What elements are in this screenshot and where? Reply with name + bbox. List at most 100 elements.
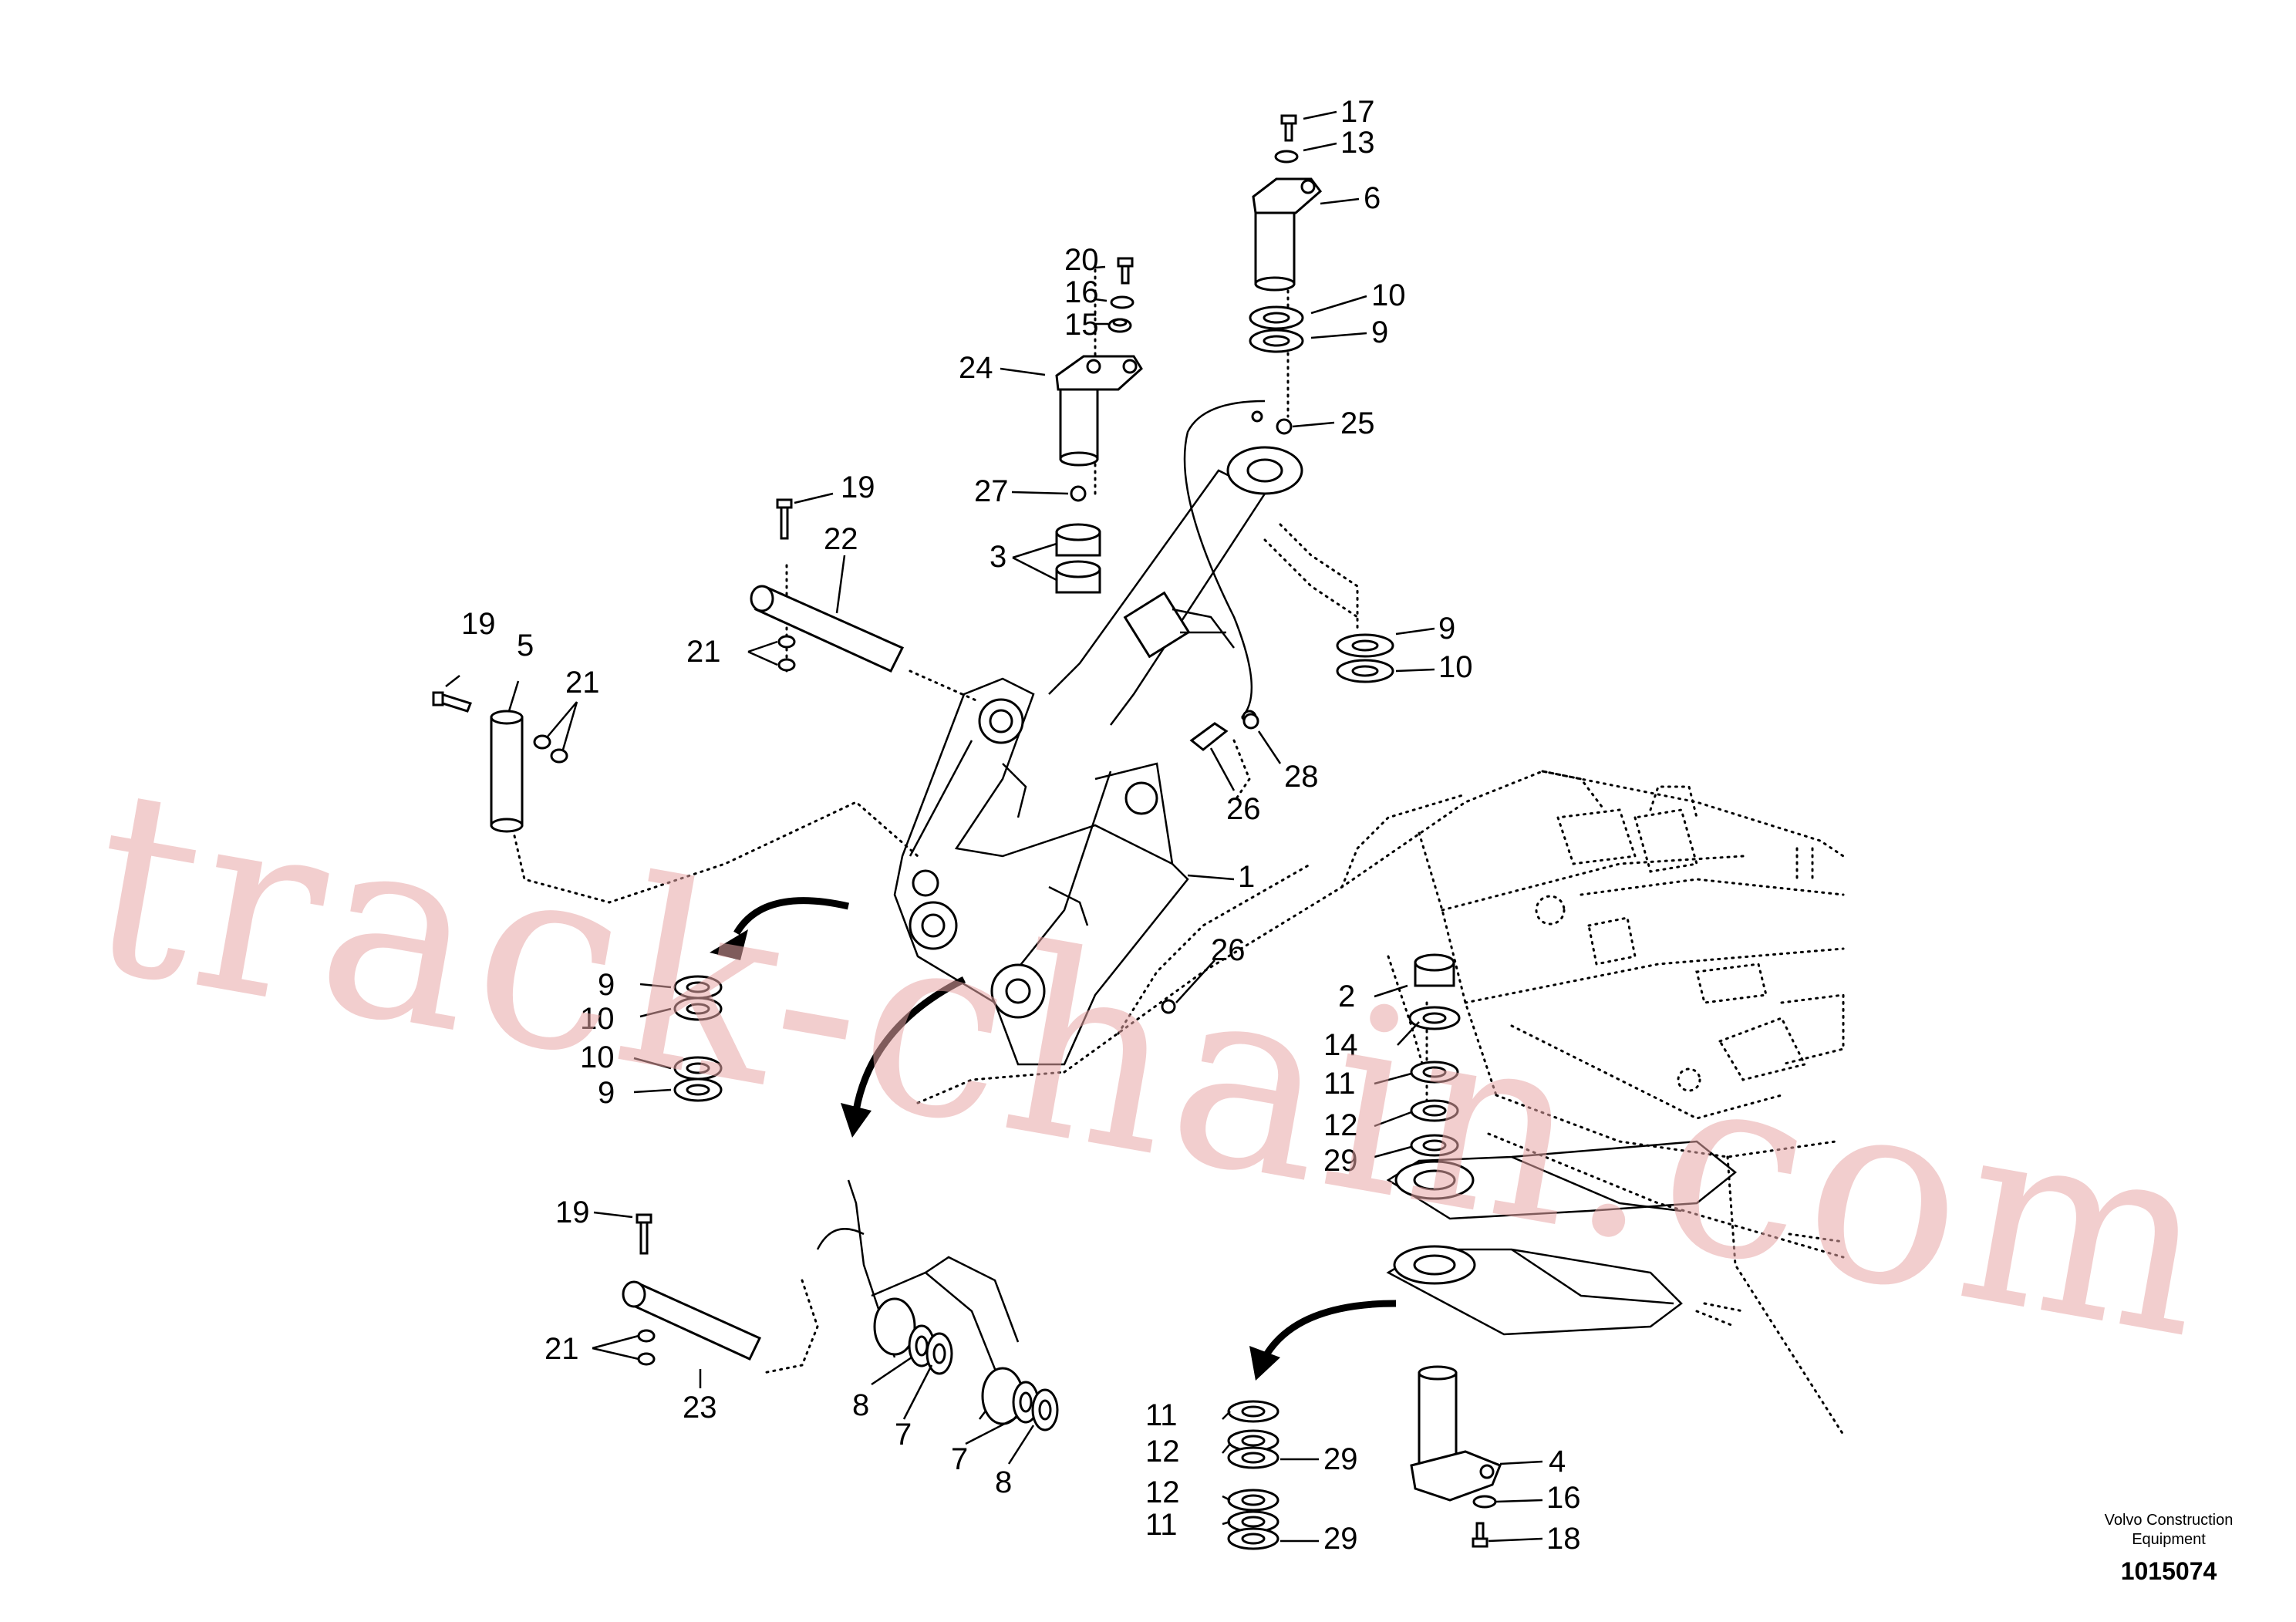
callout-20: 20 [1064, 243, 1099, 277]
nut-21-top-b [777, 658, 796, 672]
nut-21-top-a [777, 635, 796, 649]
bushing-3b [1055, 560, 1101, 594]
callout-10: 10 [580, 1002, 615, 1036]
nut-21-left-b [550, 748, 568, 764]
callout-12: 12 [1145, 1435, 1180, 1469]
fitting-26-lower [1161, 999, 1176, 1014]
callout-5: 5 [517, 629, 534, 663]
leader-lines [445, 110, 1543, 1543]
bolt-19-top [776, 498, 793, 540]
grease-nipple-25 [1276, 418, 1293, 435]
callout-12: 12 [1323, 1108, 1358, 1142]
cap-2 [1414, 953, 1455, 987]
callout-29: 29 [1323, 1144, 1358, 1178]
callout-9: 9 [598, 968, 615, 1002]
washer-16-top [1110, 295, 1135, 309]
arrow-head [841, 1103, 872, 1138]
ring-12-bottom-a [1227, 1429, 1279, 1452]
swing-bracket-assembly [893, 677, 1189, 1066]
pin-4 [1410, 1365, 1502, 1502]
callout-7: 7 [895, 1418, 912, 1452]
ring-9-top [1249, 329, 1304, 353]
company-name-line1: Volvo Construction [2105, 1512, 2234, 1529]
callout-29: 29 [1323, 1522, 1358, 1556]
callout-21: 21 [565, 666, 600, 700]
callout-29: 29 [1323, 1442, 1358, 1476]
callout-25: 25 [1340, 406, 1375, 440]
callout-19: 19 [841, 470, 875, 504]
callout-7: 7 [951, 1442, 968, 1476]
ring-12-bottom-b [1227, 1489, 1279, 1512]
bolt-18 [1472, 1522, 1489, 1548]
watermark: track-chain.com [70, 732, 2234, 1396]
callout-21: 21 [686, 635, 721, 669]
company-name-line2: Equipment [2132, 1531, 2206, 1548]
callout-3: 3 [990, 540, 1006, 574]
callout-16: 16 [1064, 275, 1099, 309]
callout-22: 22 [824, 522, 858, 556]
ring-9-left-b [673, 1077, 723, 1102]
ring-10-left-a [673, 996, 723, 1021]
callout-19: 19 [555, 1195, 590, 1229]
callout-1: 1 [1238, 860, 1255, 894]
ring-10-left-b [673, 1056, 723, 1081]
callout-2: 2 [1338, 980, 1355, 1013]
ring-14 [1408, 1006, 1461, 1030]
ring-12-right [1410, 1099, 1459, 1122]
lower-pivot-frame [1386, 1140, 1738, 1336]
callout-6: 6 [1364, 181, 1381, 215]
callout-28: 28 [1284, 760, 1319, 794]
pin-24 [1055, 355, 1143, 467]
detail-link-view [762, 1179, 1024, 1425]
callout-11: 11 [1145, 1508, 1178, 1542]
callout-12: 12 [1145, 1475, 1180, 1509]
ring-29-bottom-b [1227, 1527, 1279, 1550]
callout-18: 18 [1546, 1522, 1581, 1556]
parts [432, 114, 1502, 1550]
bolt-19-detail [636, 1213, 652, 1255]
pin-6 [1252, 177, 1323, 292]
callout-14: 14 [1323, 1028, 1358, 1062]
callout-numbers: 17 13 6 10 9 25 20 16 15 24 27 3 19 22 2… [461, 95, 1581, 1556]
callout-13: 13 [1340, 126, 1375, 160]
ring-10-top [1249, 305, 1304, 330]
bolt-17 [1280, 114, 1297, 142]
pin-23 [622, 1280, 762, 1361]
callout-10: 10 [1371, 278, 1406, 312]
pin-5 [490, 710, 524, 833]
callout-15: 15 [1064, 308, 1099, 342]
callout-8: 8 [852, 1388, 869, 1422]
arrow-head [1249, 1346, 1280, 1381]
pin-22 [750, 585, 905, 673]
ring-10-right [1336, 659, 1394, 683]
ring-11-bottom-a [1227, 1400, 1279, 1423]
callout-19: 19 [461, 607, 496, 641]
washer-13 [1274, 150, 1299, 164]
callout-27: 27 [974, 474, 1009, 508]
nut-21-detail-a [637, 1329, 656, 1343]
callout-26: 26 [1211, 933, 1246, 967]
callout-10: 10 [1438, 650, 1473, 684]
callout-9: 9 [598, 1076, 615, 1110]
machine-frame [916, 770, 1845, 1436]
document-number: 1015074 [2121, 1557, 2217, 1585]
ring-29-bottom-a [1227, 1446, 1279, 1469]
callout-4: 4 [1549, 1445, 1566, 1479]
swing-cylinder [1048, 400, 1359, 726]
callout-9: 9 [1371, 315, 1388, 349]
callout-17: 17 [1340, 95, 1375, 129]
callout-11: 11 [1323, 1067, 1356, 1101]
fitting-26-upper [1189, 722, 1229, 751]
callout-26: 26 [1226, 792, 1261, 826]
brand-block: Volvo Construction Equipment 1015074 [2105, 1512, 2234, 1585]
ring-29-right [1410, 1134, 1459, 1157]
callout-16: 16 [1546, 1481, 1581, 1515]
ring-9-left-a [673, 975, 723, 1000]
ring-9-right [1336, 633, 1394, 658]
arrows [710, 897, 1397, 1381]
assembly-guide-lines [511, 199, 1428, 1120]
callout-11: 11 [1145, 1398, 1178, 1432]
callout-23: 23 [683, 1391, 717, 1425]
callout-10: 10 [580, 1040, 615, 1074]
callout-24: 24 [959, 351, 993, 385]
